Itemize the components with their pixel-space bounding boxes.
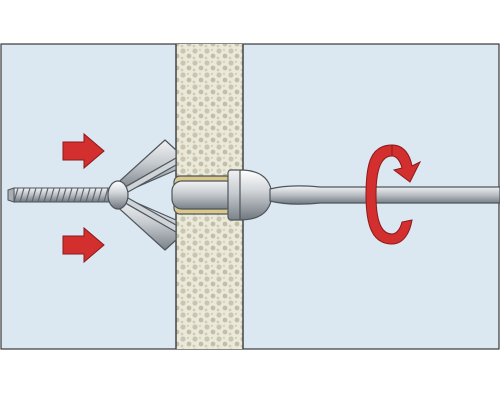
threaded-bolt: [7, 187, 125, 203]
rotate-arrow-icon: [365, 144, 422, 245]
anchor-legs: [107, 139, 177, 251]
screwdriver-shaft: [269, 185, 500, 205]
anchor-sleeve: [171, 169, 243, 221]
push-arrow-icon: [62, 132, 105, 170]
push-arrow-icon: [62, 226, 105, 264]
